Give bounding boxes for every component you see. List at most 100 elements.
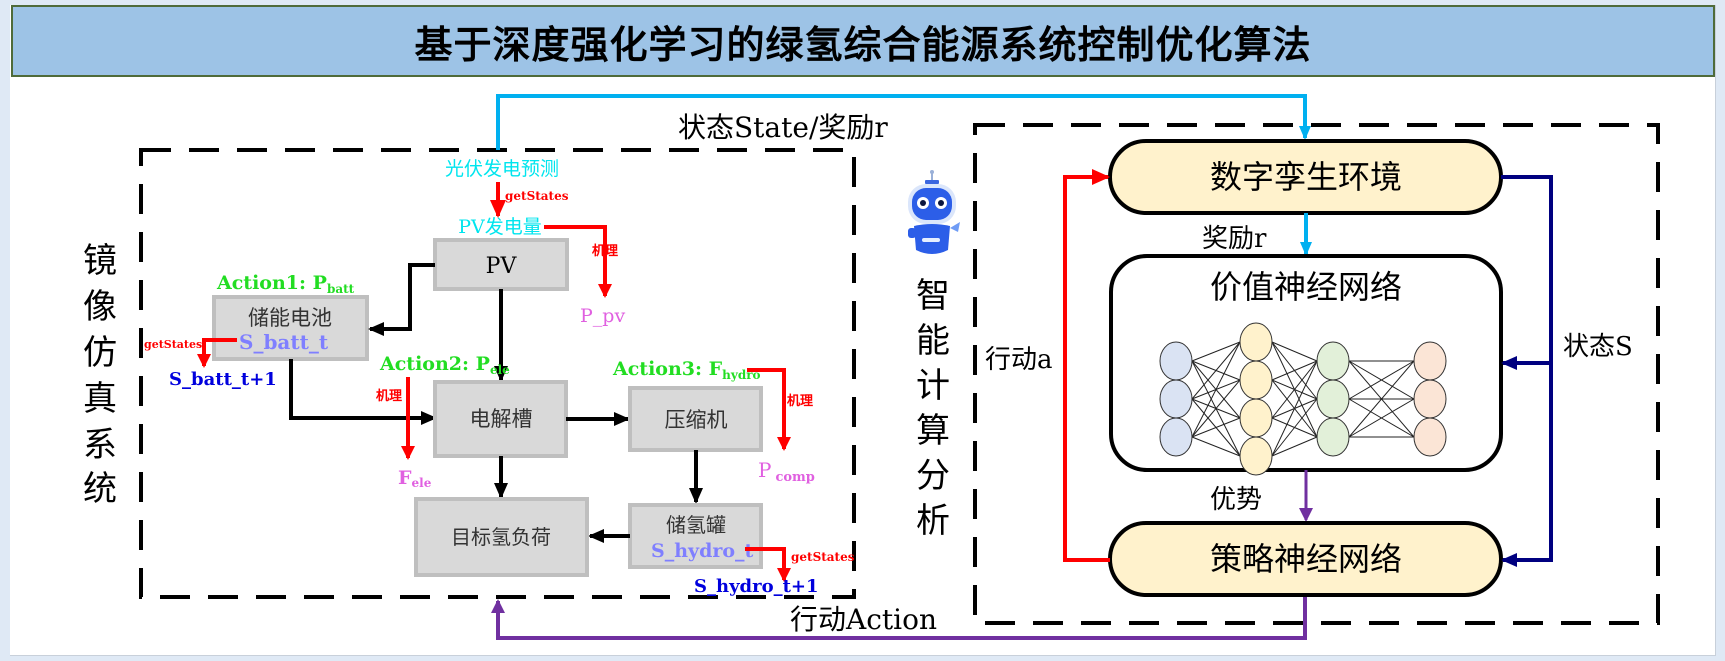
nn-edge [1191, 379, 1241, 438]
action1-sub: batt [327, 282, 355, 296]
label-char: 真 [83, 379, 117, 419]
nn-edge [1271, 360, 1318, 419]
state-s-loop [1501, 175, 1553, 567]
action-a-loop [1063, 169, 1110, 562]
advantage-label: 优势 [1210, 485, 1262, 515]
reward-label: 奖励r [1202, 224, 1267, 254]
get-states-label-pv: getStates [505, 189, 569, 203]
nn-nodes [1159, 322, 1447, 476]
p-pv-output: P_pv [580, 305, 625, 327]
action-link-label: 行动Action [790, 603, 937, 636]
get-states-arrow-tank [745, 547, 791, 582]
nn-edge [1348, 398, 1415, 438]
p-comp-sub: comp [775, 470, 814, 485]
nn-edge [1191, 436, 1241, 457]
mirror-simulation-label: 镜 像 仿 真 系 统 [83, 241, 117, 509]
p-comp-main: P [758, 458, 771, 482]
action-link [491, 596, 1307, 640]
nn-edge [1348, 360, 1415, 400]
label-char: 算 [916, 411, 950, 451]
nn-edges [1191, 341, 1415, 457]
policy-network-label: 策略神经网络 [1210, 540, 1402, 578]
nn-edge [1271, 436, 1318, 457]
pv-output-label: PV发电量 [458, 216, 542, 238]
compressor-block[interactable] [628, 386, 763, 452]
pv-block-label: PV [486, 254, 518, 279]
nn-edge [1271, 360, 1318, 457]
nn-node [1413, 341, 1447, 381]
label-char: 析 [916, 501, 950, 541]
pv-forecast-label: 光伏发电预测 [445, 158, 559, 180]
nn-edge [1191, 341, 1241, 438]
action3-main: Action3: F [612, 358, 723, 380]
get-states-label-tank: getStates [791, 550, 855, 564]
nn-edge [1348, 360, 1415, 438]
hydrogen-state-label: S_hydro_t [651, 540, 754, 562]
label-char: 智 [916, 276, 950, 316]
hydrogen-tank-block[interactable] [628, 503, 763, 569]
target-load-label: 目标氢负荷 [451, 525, 551, 549]
nn-edge [1271, 360, 1318, 381]
label-char: 计 [916, 366, 950, 406]
title-bar: 基于深度强化学习的绿氢综合能源系统控制优化算法 [11, 5, 1715, 77]
action2-label: Action2: Pele [379, 353, 510, 377]
hydrogen-next-state: S_hydro_t+1 [694, 576, 819, 597]
nn-node [1159, 341, 1193, 381]
battery-block[interactable] [212, 295, 369, 361]
label-char: 仿 [83, 333, 117, 373]
electrolyzer-block-label: 电解槽 [470, 407, 533, 431]
action1-main: Action1: P [216, 272, 327, 294]
get-states-arrow-battery [197, 338, 237, 368]
nn-node [1316, 341, 1350, 381]
intelligent-analysis-boundary [973, 123, 1660, 625]
flow-battery-to-electrolyzer [289, 359, 437, 425]
nn-node [1239, 398, 1273, 438]
nn-edge [1191, 417, 1241, 438]
nn-edge [1191, 341, 1241, 400]
mechanism-label-electrolyzer: 机理 [376, 388, 402, 404]
state-reward-label: 状态State/奖励r [678, 111, 888, 144]
label-char: 统 [83, 469, 117, 509]
battery-state-label: S_batt_t [239, 330, 329, 354]
digital-twin-label: 数字孪生环境 [1210, 158, 1402, 196]
mechanism-label-compressor: 机理 [787, 393, 813, 409]
label-char: 镜 [83, 241, 117, 281]
mechanism-arrow-compressor [747, 368, 791, 451]
state-s-label: 状态S [1563, 332, 1633, 362]
label-char: 像 [83, 287, 117, 327]
label-char: 系 [83, 425, 117, 465]
nn-node [1413, 379, 1447, 419]
nn-node [1239, 360, 1273, 400]
get-states-label-battery: getStates [144, 338, 202, 351]
nn-node [1239, 436, 1273, 476]
compressor-block-label: 压缩机 [665, 408, 728, 432]
value-network-label: 价值神经网络 [1210, 268, 1402, 306]
action3-label: Action3: Fhydro [612, 358, 761, 382]
hydrogen-tank-label: 储氢罐 [666, 513, 726, 537]
f-ele-output: Fele [398, 467, 432, 490]
robot-assistant-icon [908, 170, 960, 254]
nn-node [1239, 322, 1273, 362]
label-char: 分 [916, 456, 950, 496]
nn-node [1159, 379, 1193, 419]
page-title: 基于深度强化学习的绿氢综合能源系统控制优化算法 [414, 22, 1312, 67]
intelligent-analysis-label: 智 能 计 算 分 析 [916, 276, 950, 541]
nn-node [1316, 417, 1350, 457]
nn-node [1159, 417, 1193, 457]
action1-label: Action1: Pbatt [216, 272, 355, 296]
mechanism-label-pv: 机理 [592, 243, 618, 259]
state-reward-link [496, 94, 1311, 150]
battery-next-state: S_batt_t+1 [169, 369, 277, 390]
nn-edge [1271, 341, 1318, 362]
action2-sub: ele [490, 363, 510, 377]
nn-node [1316, 379, 1350, 419]
action2-main: Action2: P [379, 353, 490, 375]
target-load-block[interactable] [414, 497, 589, 577]
battery-block-label: 储能电池 [248, 306, 332, 330]
flow-pv-to-battery [368, 263, 435, 336]
nn-node [1413, 417, 1447, 457]
nn-edge [1271, 398, 1318, 457]
action-a-label: 行动a [985, 345, 1053, 375]
